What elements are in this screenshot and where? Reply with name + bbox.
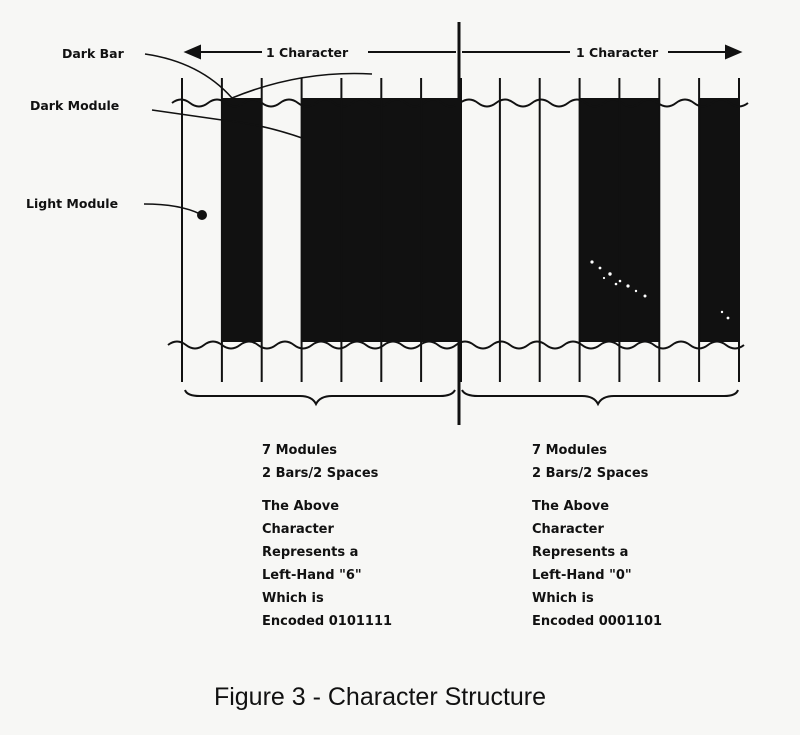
left-character-brace bbox=[184, 389, 456, 407]
right-character-brace bbox=[461, 389, 739, 407]
right-desc-line: Character bbox=[532, 522, 604, 537]
left-modules-line: 7 Modules bbox=[262, 443, 338, 458]
left-desc-line: The Above bbox=[262, 499, 340, 514]
dark-module bbox=[421, 98, 462, 342]
dark-bar-label: Dark Bar bbox=[62, 46, 125, 61]
left-character-description: 7 Modules 2 Bars/2 Spaces The Above Char… bbox=[262, 439, 392, 633]
left-desc-line: Left-Hand "6" bbox=[262, 568, 362, 583]
dark-module-leader-2 bbox=[221, 119, 303, 139]
left-span-arrow bbox=[183, 44, 456, 60]
right-span-label: 1 Character bbox=[576, 45, 659, 60]
right-desc-line: The Above bbox=[532, 499, 610, 514]
left-desc-line: Character bbox=[262, 522, 334, 537]
right-span-arrow bbox=[462, 44, 743, 60]
light-module-label: Light Module bbox=[26, 196, 118, 211]
dark-module bbox=[699, 98, 740, 342]
left-desc-line: Which is bbox=[262, 591, 324, 606]
right-desc-line: Left-Hand "0" bbox=[532, 568, 632, 583]
dark-bar-leader bbox=[144, 53, 233, 99]
dark-module-leader bbox=[151, 109, 223, 121]
bottom-wavy-edge bbox=[167, 340, 745, 350]
right-desc-line: Represents a bbox=[532, 545, 629, 560]
light-module-leader bbox=[143, 203, 201, 215]
print-speckles bbox=[590, 260, 730, 320]
figure-caption: Figure 3 - Character Structure bbox=[213, 683, 547, 711]
dark-module bbox=[619, 98, 660, 342]
light-module-dot bbox=[197, 210, 207, 220]
left-span-label: 1 Character bbox=[266, 45, 349, 60]
dark-module-label: Dark Module bbox=[30, 98, 119, 113]
dark-module bbox=[301, 98, 343, 342]
right-desc-line: Which is bbox=[532, 591, 594, 606]
dark-module bbox=[579, 98, 621, 342]
dark-module bbox=[381, 98, 422, 342]
right-character-description: 7 Modules 2 Bars/2 Spaces The Above Char… bbox=[532, 439, 662, 633]
dark-module bbox=[221, 98, 263, 342]
right-modules-line: 7 Modules bbox=[532, 443, 608, 458]
dark-bar-leader-2 bbox=[231, 72, 373, 99]
left-bars-line: 2 Bars/2 Spaces bbox=[262, 466, 379, 481]
right-bars-line: 2 Bars/2 Spaces bbox=[532, 466, 649, 481]
right-desc-line: Encoded 0001101 bbox=[532, 614, 663, 629]
dark-module bbox=[341, 98, 382, 342]
left-desc-line: Encoded 0101111 bbox=[262, 614, 393, 629]
left-desc-line: Represents a bbox=[262, 545, 359, 560]
module-boundaries bbox=[181, 78, 740, 382]
module-bars bbox=[221, 98, 740, 342]
